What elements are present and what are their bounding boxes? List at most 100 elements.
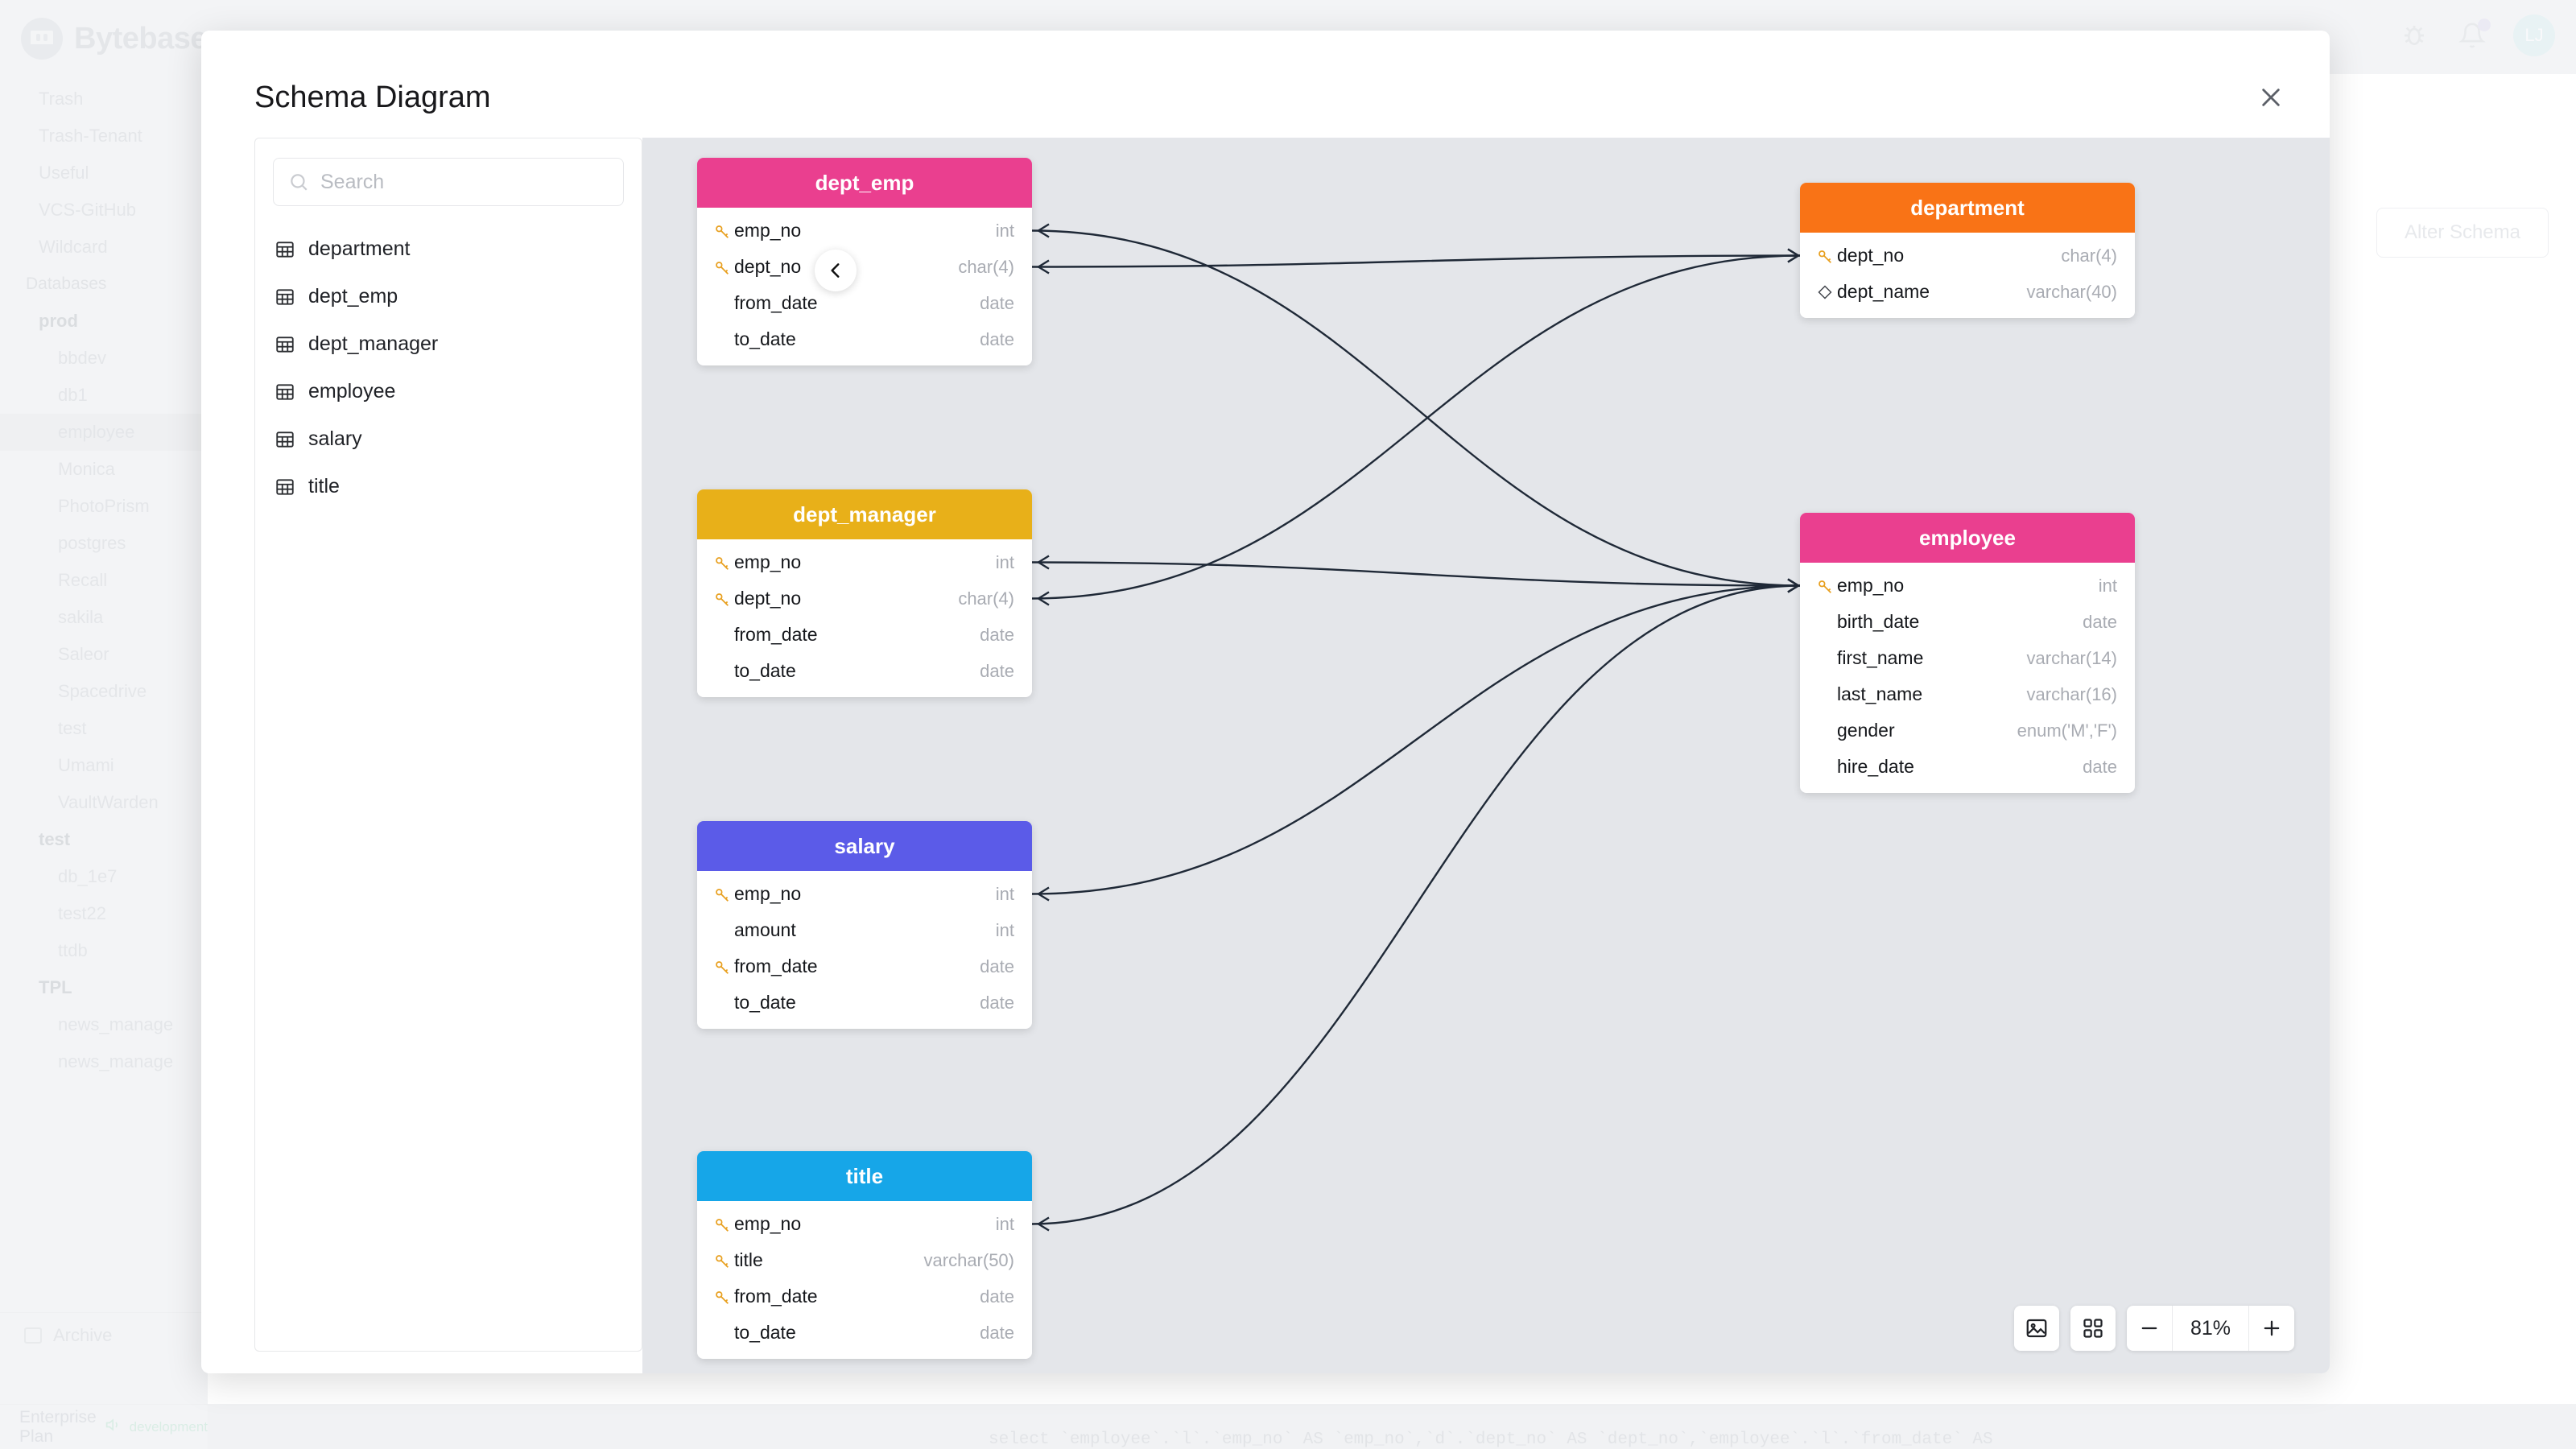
column-name: emp_no bbox=[734, 220, 802, 241]
column-type: date bbox=[980, 292, 1014, 313]
column-name: to_date bbox=[734, 992, 796, 1013]
column-name: to_date bbox=[734, 660, 796, 681]
column-name: emp_no bbox=[734, 551, 802, 572]
column-type: varchar(16) bbox=[2026, 683, 2117, 704]
zoom-in-button[interactable] bbox=[2249, 1306, 2294, 1351]
table-list-item-label: salary bbox=[308, 427, 362, 450]
column-type: varchar(40) bbox=[2026, 281, 2117, 302]
zoom-out-button[interactable] bbox=[2127, 1306, 2172, 1351]
column-name: to_date bbox=[734, 1322, 796, 1343]
search-box[interactable] bbox=[273, 158, 624, 206]
column-row-from_date[interactable]: from_date date bbox=[697, 1278, 1032, 1315]
primary-key-icon bbox=[710, 1288, 734, 1306]
column-row-emp_no[interactable]: emp_no int bbox=[697, 876, 1032, 912]
column-row-to_date[interactable]: to_date date bbox=[697, 1315, 1032, 1351]
column-type: int bbox=[995, 883, 1014, 904]
primary-key-icon bbox=[710, 554, 734, 572]
column-name: hire_date bbox=[1837, 756, 1914, 777]
table-list-item-salary[interactable]: salary bbox=[255, 415, 642, 463]
column-type: date bbox=[980, 992, 1014, 1013]
table-icon bbox=[275, 477, 295, 497]
close-icon[interactable] bbox=[2249, 76, 2293, 119]
column-name: amount bbox=[734, 919, 796, 940]
column-name: from_date bbox=[734, 624, 818, 645]
column-type: char(4) bbox=[2061, 245, 2117, 266]
edge-dept_emp.emp_no-to-employee.emp_no bbox=[1031, 229, 1801, 587]
column-row-from_date[interactable]: from_date date bbox=[697, 617, 1032, 653]
table-list-item-dept_manager[interactable]: dept_manager bbox=[255, 320, 642, 368]
column-type: int bbox=[995, 1213, 1014, 1234]
column-row-title[interactable]: title varchar(50) bbox=[697, 1242, 1032, 1278]
page-title: Schema Diagram bbox=[254, 80, 491, 114]
column-row-from_date[interactable]: from_date date bbox=[697, 948, 1032, 985]
column-name: from_date bbox=[734, 956, 818, 976]
column-diamond-icon bbox=[1813, 284, 1837, 300]
table-list-panel: department dept_emp dept_manager employe… bbox=[254, 138, 642, 1352]
column-type: date bbox=[980, 1322, 1014, 1343]
column-name: birth_date bbox=[1837, 611, 1920, 632]
table-icon bbox=[275, 334, 295, 355]
auto-layout-grid-icon[interactable] bbox=[2070, 1306, 2116, 1351]
column-row-to_date[interactable]: to_date date bbox=[697, 985, 1032, 1021]
table-list-item-label: title bbox=[308, 475, 340, 497]
column-type: date bbox=[980, 956, 1014, 976]
table-node-title: dept_emp bbox=[697, 158, 1032, 208]
column-name: emp_no bbox=[734, 883, 802, 904]
column-type: date bbox=[980, 624, 1014, 645]
edge-salary.emp_no-to-employee.emp_no bbox=[1031, 584, 1801, 895]
column-name: from_date bbox=[734, 1286, 818, 1307]
relationship-edges bbox=[1031, 223, 1801, 1232]
column-name: dept_no bbox=[734, 588, 802, 609]
column-row-dept_name[interactable]: dept_name varchar(40) bbox=[1800, 274, 2135, 310]
column-name: title bbox=[734, 1249, 763, 1270]
table-list-item-employee[interactable]: employee bbox=[255, 368, 642, 415]
column-type: varchar(14) bbox=[2026, 647, 2117, 668]
export-image-icon[interactable] bbox=[2014, 1306, 2059, 1351]
column-name: emp_no bbox=[1837, 575, 1905, 596]
table-list-item-title[interactable]: title bbox=[255, 463, 642, 510]
column-row-emp_no[interactable]: emp_no int bbox=[697, 213, 1032, 249]
table-list-item-dept_emp[interactable]: dept_emp bbox=[255, 273, 642, 320]
column-name: dept_name bbox=[1837, 281, 1930, 302]
table-list-item-label: dept_emp bbox=[308, 285, 398, 308]
table-list-item-label: employee bbox=[308, 380, 396, 402]
primary-key-icon bbox=[710, 886, 734, 903]
column-type: varchar(50) bbox=[923, 1249, 1014, 1270]
column-type: int bbox=[995, 220, 1014, 241]
column-type: date bbox=[980, 1286, 1014, 1307]
zoom-level-label[interactable]: 81% bbox=[2172, 1306, 2249, 1351]
table-list-item-department[interactable]: department bbox=[255, 225, 642, 273]
table-node-title: dept_manager bbox=[697, 489, 1032, 539]
search-input[interactable] bbox=[320, 170, 609, 194]
primary-key-icon bbox=[710, 590, 734, 608]
primary-key-icon bbox=[710, 1252, 734, 1269]
primary-key-icon bbox=[1813, 577, 1837, 595]
collapse-panel-button[interactable] bbox=[815, 250, 857, 291]
primary-key-icon bbox=[710, 1216, 734, 1233]
